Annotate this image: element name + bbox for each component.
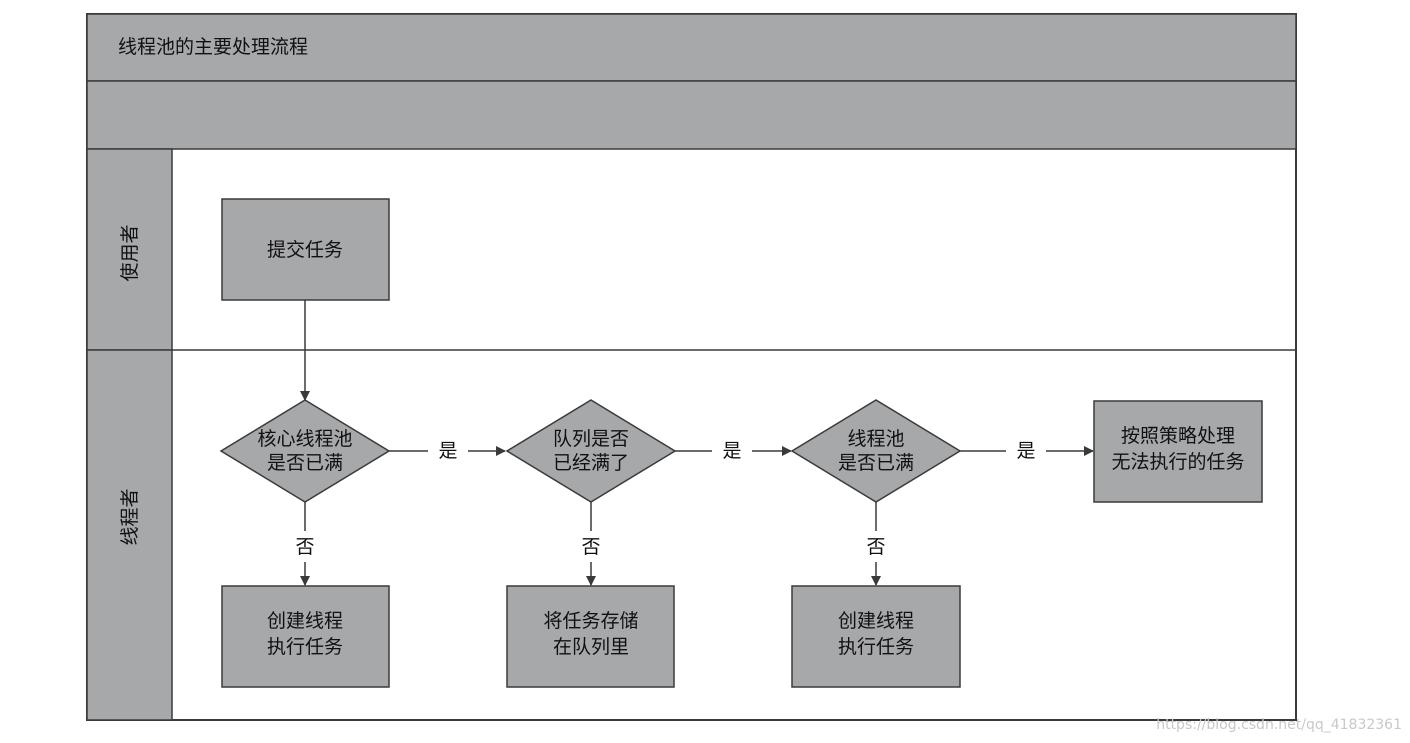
watermark-url: https://blog.csdn.net/qq_41832361 [1156, 717, 1402, 733]
edge-label-yes-core: 是 [438, 440, 457, 462]
decision-thread-pool-full-line2: 是否已满 [838, 452, 914, 474]
node-store-in-queue-line1: 将任务存储 [543, 610, 638, 632]
edge-label-yes-queue: 是 [722, 440, 741, 462]
node-reject-policy-line2: 无法执行的任务 [1111, 451, 1244, 473]
decision-thread-pool-full-line1: 线程池 [847, 428, 904, 450]
node-create-thread-1 [221, 585, 390, 688]
node-reject-policy [1093, 400, 1263, 503]
node-submit-task [221, 198, 390, 301]
edge-label-yes-pool: 是 [1016, 440, 1035, 462]
node-create-thread-2 [791, 585, 961, 688]
edge-label-no-queue: 否 [581, 536, 600, 558]
header-band [86, 80, 1297, 150]
decision-queue-full-line1: 队列是否 [553, 428, 629, 450]
lane-header-thread [86, 349, 173, 721]
node-reject-policy-line1: 按照策略处理 [1121, 425, 1235, 447]
node-store-in-queue-line2: 在队列里 [553, 636, 629, 658]
node-create-thread-2-line2: 执行任务 [838, 636, 914, 658]
node-submit-task-label: 提交任务 [267, 239, 343, 261]
decision-queue-full [505, 399, 677, 503]
decision-queue-full-line2: 已经满了 [553, 452, 629, 474]
edge-label-no-pool: 否 [866, 536, 885, 558]
decision-core-pool-full-line1: 核心线程池 [257, 428, 352, 450]
decision-core-pool-full [219, 399, 391, 503]
node-create-thread-1-line2: 执行任务 [267, 636, 343, 658]
node-create-thread-1-line1: 创建线程 [267, 610, 343, 632]
diagram-title: 线程池的主要处理流程 [118, 36, 308, 58]
title-band [86, 13, 1297, 82]
decision-core-pool-full-line2: 是否已满 [267, 452, 343, 474]
lane-header-user [86, 148, 173, 351]
node-create-thread-2-line1: 创建线程 [838, 610, 914, 632]
lane-label-thread: 线程者 [119, 488, 141, 545]
lane-label-user: 使用者 [119, 224, 141, 281]
decision-thread-pool-full [790, 399, 962, 503]
node-store-in-queue [506, 585, 675, 688]
edge-label-no-core: 否 [295, 536, 314, 558]
